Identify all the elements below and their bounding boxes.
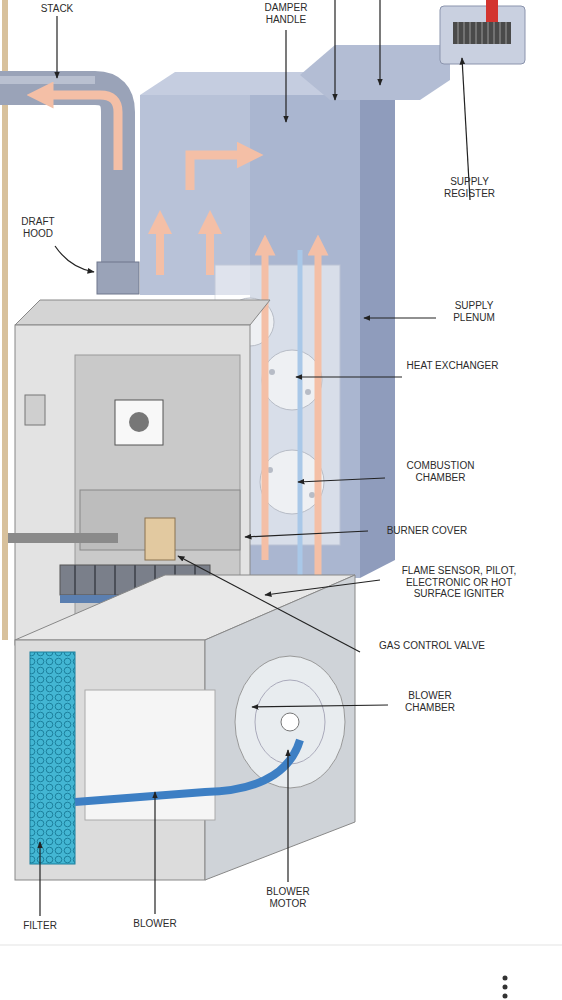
part-label: FILTER [10, 920, 70, 932]
part-label: BLOWER CHAMBER [390, 690, 470, 713]
motor-pipe [75, 740, 300, 802]
part-label: BLOWER [120, 918, 190, 930]
part-label: HEAT EXCHANGER [405, 360, 500, 372]
separator [0, 945, 562, 946]
stack-duct [0, 88, 118, 275]
part-label: DRAFT HOOD [8, 216, 68, 239]
part-label: BURNER COVER [372, 525, 482, 537]
draft-hood [97, 262, 139, 294]
supply-duct [300, 45, 450, 100]
leader-lines [40, 0, 470, 916]
gas-valve [145, 518, 175, 560]
part-label: COMBUSTION CHAMBER [388, 460, 493, 483]
part-label: BLOWER MOTOR [252, 886, 324, 909]
part-label: SUPPLY PLENUM [438, 300, 510, 323]
part-label: DAMPER HANDLE [252, 2, 320, 25]
supply-register [440, 6, 525, 64]
blower-wheel [235, 656, 345, 788]
menu-dots [503, 976, 508, 999]
part-label: GAS CONTROL VALVE [362, 640, 502, 652]
part-label: FLAME SENSOR, PILOT, ELECTRONIC OR HOT S… [384, 565, 534, 600]
combustion-chamber [260, 450, 324, 514]
filter [30, 652, 75, 864]
part-label: SUPPLY REGISTER [432, 176, 507, 199]
part-label: STACK [32, 3, 82, 15]
